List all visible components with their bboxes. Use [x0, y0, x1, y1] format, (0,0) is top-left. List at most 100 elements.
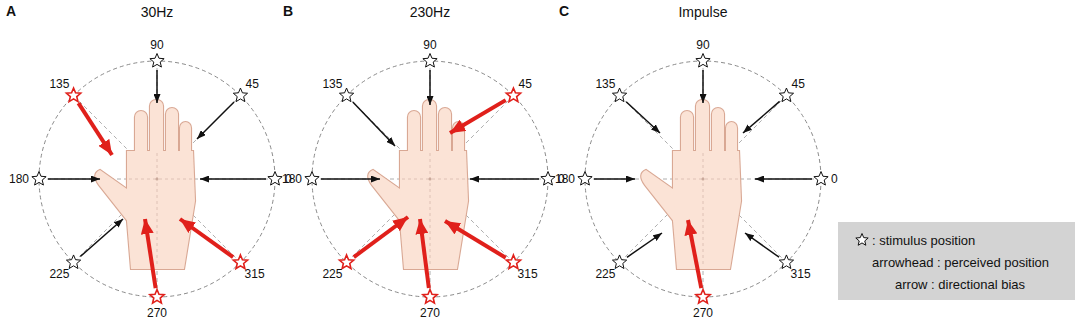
bias-arrow [755, 178, 812, 180]
angle-label: 135 [322, 78, 342, 90]
angle-label: 45 [792, 78, 805, 90]
stimulus-star [150, 290, 164, 304]
dashed-axis [430, 61, 431, 297]
bias-arrow [745, 233, 779, 257]
dashed-axis [157, 61, 158, 297]
bias-arrow [321, 178, 380, 180]
panel [578, 54, 828, 304]
bias-arrow [353, 102, 395, 146]
bias-arrow [200, 178, 266, 180]
palm-guide [703, 153, 704, 267]
dashed-circle [585, 61, 821, 297]
hand-outline [408, 111, 420, 161]
angle-label: 315 [518, 268, 538, 280]
palm-guide [157, 153, 158, 267]
hand-outline [439, 108, 451, 160]
stimulus-star [814, 172, 828, 186]
angle-label: 135 [595, 78, 615, 90]
legend-box [838, 222, 1075, 300]
hand-outline [127, 151, 195, 269]
hand-outline [166, 108, 178, 160]
hand-outline [95, 170, 129, 223]
bias-arrow [145, 219, 156, 288]
angle-label: 270 [147, 307, 167, 319]
hand-outline [712, 108, 724, 160]
panel-title: 230Hz [410, 5, 450, 19]
panel-letter: B [283, 4, 293, 18]
bias-arrow [450, 100, 506, 133]
hand-outline [150, 100, 163, 160]
bias-arrow [180, 219, 233, 257]
dashed-axis [585, 179, 821, 180]
angle-label: 270 [420, 307, 440, 319]
hand-outline [408, 111, 420, 161]
stimulus-star [150, 54, 164, 68]
bias-arrow [688, 220, 701, 288]
stimulus-star [423, 290, 437, 304]
stimulus-star [578, 172, 592, 186]
hand-outline [726, 122, 737, 162]
hand-outline [673, 151, 741, 269]
stimulus-star [233, 255, 247, 269]
bias-arrow [80, 219, 123, 256]
stimulus-star [696, 290, 710, 304]
stimulus-star [506, 88, 520, 102]
hand-outline [127, 151, 195, 269]
angle-label: 225 [322, 268, 342, 280]
legend-text: : stimulus position [872, 234, 975, 247]
stimulus-star [32, 172, 46, 186]
bias-arrow [627, 233, 662, 257]
angle-label: 90 [423, 39, 436, 51]
panel-title: Impulse [678, 5, 727, 19]
hand-outline [368, 170, 402, 223]
bias-arrow [626, 102, 660, 133]
stimulus-star [339, 255, 353, 269]
panel [32, 54, 282, 304]
bias-arrow [197, 102, 234, 139]
dashed-circle [312, 61, 548, 297]
angle-label: 135 [49, 78, 69, 90]
panel-title: 30Hz [141, 5, 174, 19]
bias-arrow [702, 70, 704, 103]
legend-star [856, 234, 868, 246]
angle-label: 180 [555, 173, 575, 185]
stimulus-star [779, 88, 793, 102]
hand-outline [439, 108, 451, 160]
angle-label: 270 [693, 307, 713, 319]
hand-outline [400, 151, 468, 269]
bias-arrow [594, 178, 635, 180]
palm-guide [129, 179, 193, 180]
palm-guide [430, 153, 431, 267]
angle-label: 315 [245, 268, 265, 280]
panel [305, 54, 555, 304]
angle-label: 45 [519, 78, 532, 90]
angle-label: 0 [831, 173, 838, 185]
angle-label: 315 [791, 268, 811, 280]
bias-arrow [470, 178, 539, 180]
angle-label: 180 [282, 173, 302, 185]
bias-arrow [156, 70, 158, 103]
hand-outline [712, 108, 724, 160]
legend-text: arrow : directional bias [895, 278, 1025, 291]
dashed-axis [39, 179, 275, 180]
hand-outline [726, 122, 737, 162]
hand-outline [696, 100, 709, 160]
stimulus-star [506, 255, 520, 269]
stimulus-star [541, 172, 555, 186]
stimulus-star [305, 172, 319, 186]
legend-text: arrowhead : perceived position [872, 256, 1049, 269]
angle-label: 90 [150, 39, 163, 51]
palm-guide [402, 179, 466, 180]
stimulus-star [423, 54, 437, 68]
bias-arrow [48, 178, 100, 180]
dashed-axis [703, 61, 704, 297]
bias-arrow [743, 101, 780, 133]
hand-outline [673, 151, 741, 269]
hand-outline [368, 170, 402, 223]
palm-centre [156, 178, 159, 181]
bias-arrow [445, 221, 506, 258]
angle-label: 180 [9, 173, 29, 185]
palm-guide [675, 179, 739, 180]
angle-label: 90 [696, 39, 709, 51]
